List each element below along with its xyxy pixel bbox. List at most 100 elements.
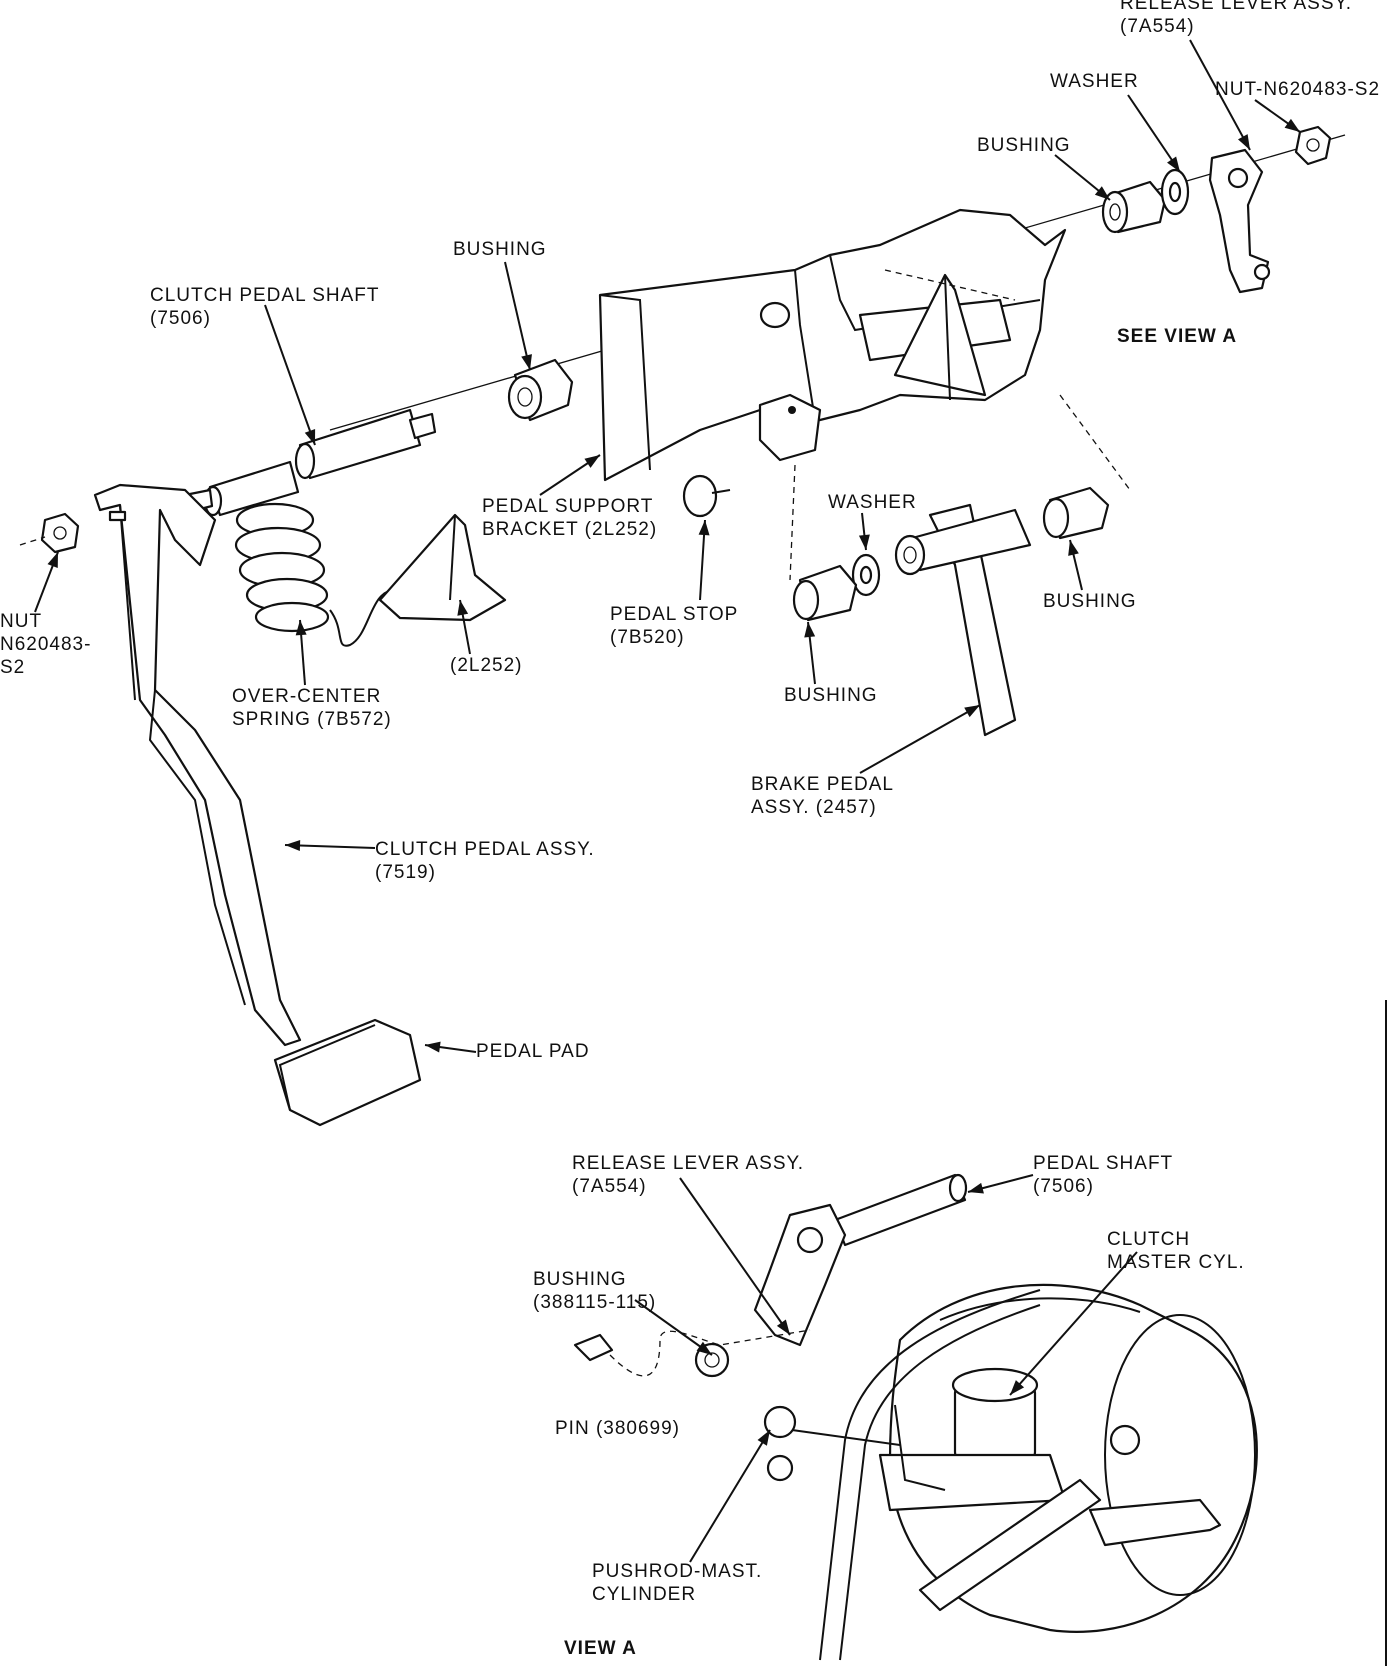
view-a-pushrod-part	[763, 1405, 901, 1482]
label-release-lever-view: RELEASE LEVER ASSY.(7A554)	[572, 1152, 804, 1198]
leader-line	[679, 1177, 791, 1336]
label-line: NUT	[0, 611, 43, 632]
view-a-pedal-shaft-part	[833, 1173, 968, 1247]
label-pin: PIN (380699)	[555, 1417, 680, 1440]
label-line: PEDAL SHAFT	[1033, 1153, 1174, 1174]
leader-line	[1009, 1251, 1138, 1396]
arrowhead	[776, 1319, 790, 1335]
label-view-a: VIEW A	[564, 1637, 637, 1660]
label-line: VIEW A	[564, 1638, 637, 1659]
label-line: (7506)	[150, 308, 211, 329]
label-bushing-view: BUSHING(388115-115)	[533, 1268, 656, 1314]
label-pedal-stop: PEDAL STOP(7B520)	[610, 603, 738, 649]
label-line: BUSHING	[784, 685, 878, 706]
arrowhead	[47, 552, 58, 568]
label-line: (2L252)	[450, 655, 523, 676]
label-line: (7B520)	[610, 627, 685, 648]
arrowhead	[285, 840, 301, 851]
dashed-guide	[884, 269, 1016, 301]
arrowhead	[1284, 118, 1300, 132]
label-line: WASHER	[828, 492, 917, 513]
label-line: RELEASE LEVER ASSY.	[1120, 0, 1352, 14]
label-clutch-pedal-assy: CLUTCH PEDAL ASSY.(7519)	[375, 838, 595, 884]
label-line: PEDAL STOP	[610, 604, 739, 625]
label-bushing-right: BUSHING	[1043, 590, 1137, 613]
nut-top-part	[1294, 125, 1332, 166]
label-line: BRAKE PEDAL	[751, 774, 894, 795]
washer-top-part	[1160, 168, 1190, 216]
arrowhead	[858, 534, 870, 550]
nut-left-part	[19, 512, 80, 554]
leader-line	[1127, 94, 1181, 173]
washer-mid-part	[851, 553, 881, 597]
arrowhead	[304, 429, 316, 445]
view-a-master-cylinder	[878, 1367, 1222, 1612]
label-line: NUT-N620483-S2	[1215, 79, 1381, 100]
label-bushing-upper: BUSHING	[453, 238, 547, 261]
arrowhead	[698, 520, 710, 536]
label-line: CLUTCH	[1107, 1229, 1191, 1250]
arrowhead	[964, 705, 980, 718]
label-line: RELEASE LEVER ASSY.	[572, 1153, 804, 1174]
clutch-pedal-assy-part	[93, 483, 422, 1127]
label-line: CLUTCH PEDAL ASSY.	[375, 839, 595, 860]
leader-arrows	[34, 39, 1301, 1563]
release-lever-top-part	[1208, 148, 1271, 294]
leader-line	[689, 1429, 771, 1563]
bushing-lower-part	[792, 564, 858, 622]
label-clutch-pedal-shaft: CLUTCH PEDAL SHAFT(7506)	[150, 284, 380, 330]
label-line: (388115-115)	[533, 1292, 657, 1313]
label-line: (7A554)	[1120, 16, 1195, 37]
leader-line	[264, 304, 316, 446]
arrowhead	[696, 1341, 712, 1355]
arrowhead	[1167, 156, 1180, 172]
label-pedal-pad: PEDAL PAD	[476, 1040, 590, 1063]
bushing-top-part	[1101, 180, 1167, 234]
pedal-stop-part	[682, 474, 731, 518]
label-bracket-2l252: (2L252)	[450, 654, 523, 677]
leader-line	[634, 1299, 713, 1356]
label-washer-mid: WASHER	[828, 491, 917, 514]
leader-line	[1189, 39, 1251, 151]
over-center-spring-part	[234, 502, 396, 647]
label-bushing-top: BUSHING	[977, 134, 1071, 157]
label-line: WASHER	[1050, 71, 1139, 92]
label-line: PEDAL SUPPORT	[482, 496, 654, 517]
label-line: BRACKET (2L252)	[482, 519, 658, 540]
label-line: OVER-CENTER	[232, 686, 382, 707]
label-line: BUSHING	[977, 135, 1071, 156]
arrowhead	[1237, 134, 1250, 150]
arrowhead	[757, 1430, 770, 1446]
label-line: SEE VIEW A	[1117, 326, 1238, 347]
label-line: (7506)	[1033, 1176, 1094, 1197]
dashed-guide	[1059, 394, 1131, 491]
label-pedal-shaft-view: PEDAL SHAFT(7506)	[1033, 1152, 1173, 1198]
arrowhead	[457, 600, 469, 616]
label-pushrod: PUSHROD-MAST.CYLINDER	[592, 1560, 762, 1606]
view-a-firewall-lines	[819, 1289, 1041, 1661]
label-line: PEDAL PAD	[476, 1041, 590, 1062]
bracket-2l252-part	[378, 513, 507, 622]
arrowhead	[1068, 540, 1079, 556]
label-see-view-a: SEE VIEW A	[1117, 325, 1237, 348]
brake-pedal-assy-part	[894, 503, 1032, 737]
label-line: CYLINDER	[592, 1584, 697, 1605]
label-line: BUSHING	[453, 239, 547, 260]
label-bushing-lower: BUSHING	[784, 684, 878, 707]
label-nut-top: NUT-N620483-S2	[1215, 78, 1380, 101]
arrowhead	[584, 455, 600, 468]
bushing-upper-part	[507, 358, 574, 422]
arrowhead	[521, 354, 532, 370]
label-line: PIN (380699)	[555, 1418, 681, 1439]
label-line: BUSHING	[1043, 591, 1137, 612]
label-line: S2	[0, 657, 26, 678]
label-line: PUSHROD-MAST.	[592, 1561, 763, 1582]
pedal-support-bracket	[598, 208, 1067, 482]
arrowhead	[295, 620, 307, 636]
label-line: N620483-	[0, 634, 92, 655]
clutch-pedal-shaft-part	[183, 408, 437, 517]
